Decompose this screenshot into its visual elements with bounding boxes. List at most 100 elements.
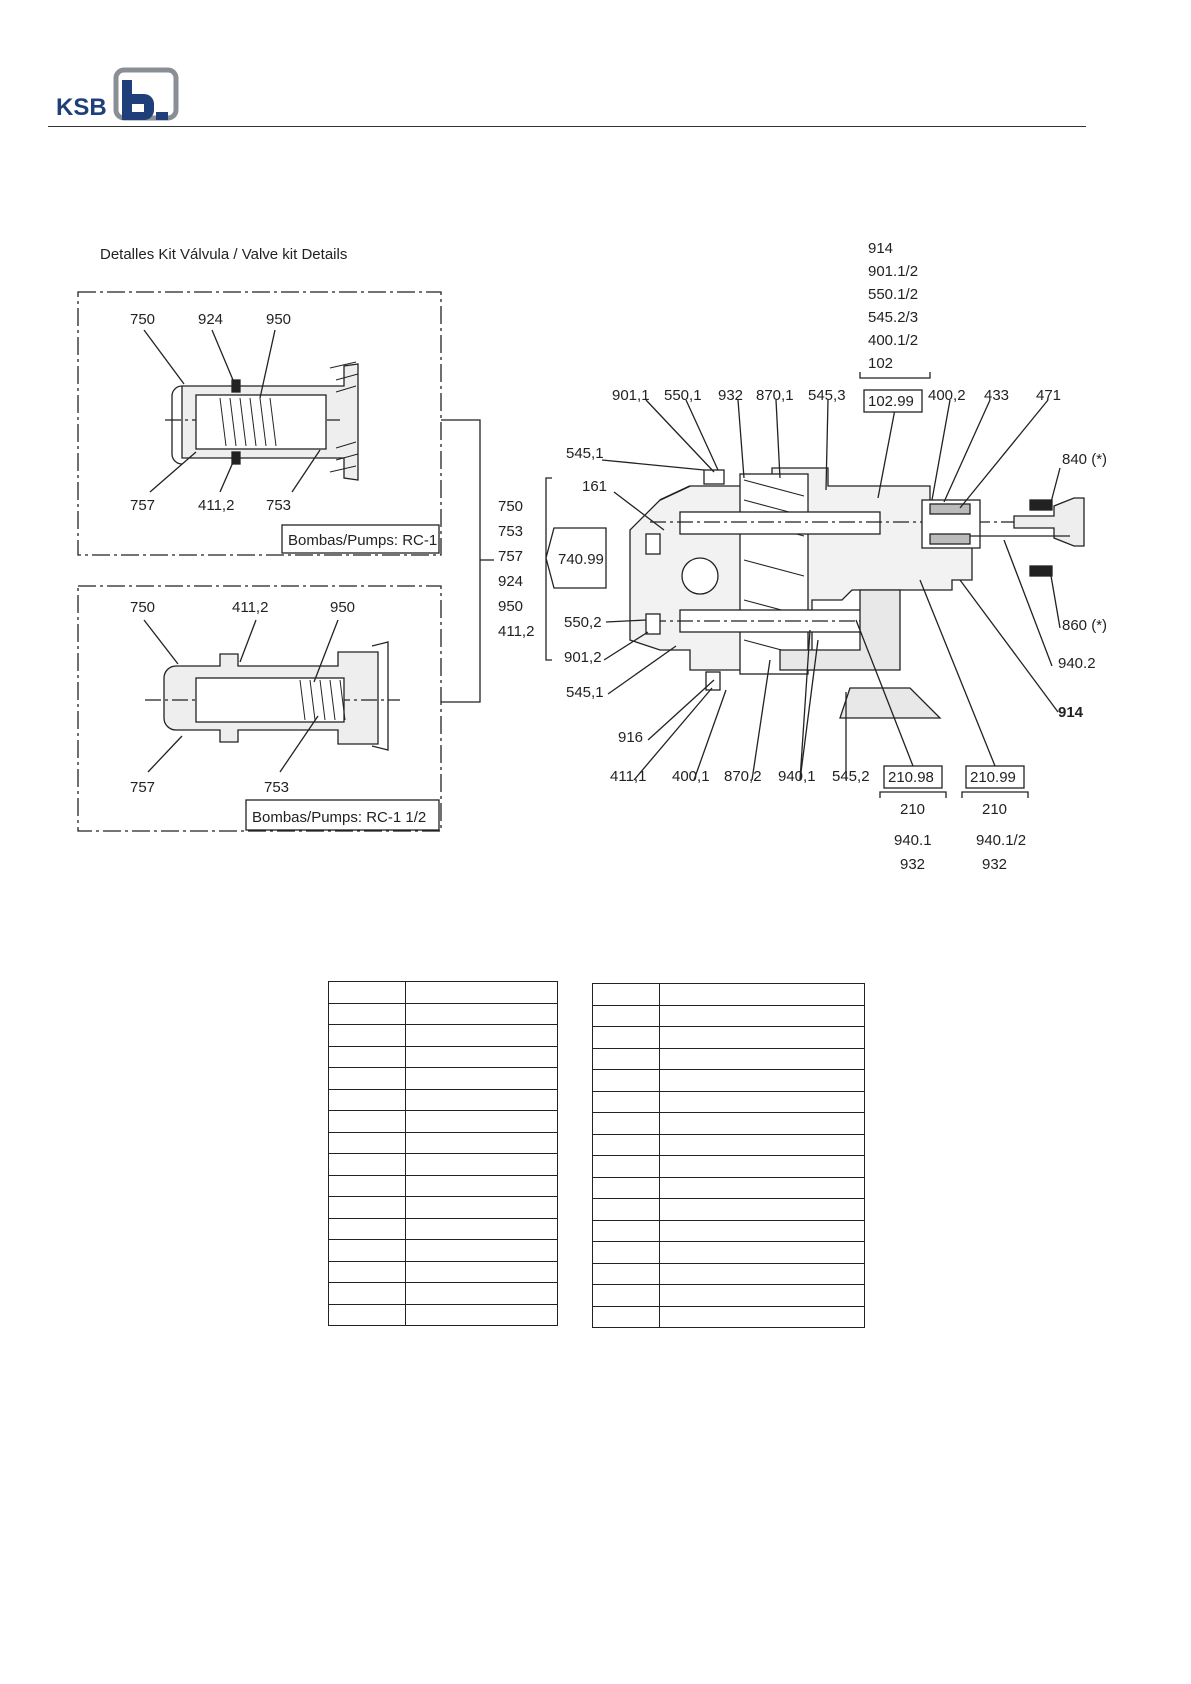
callout: 550,1	[664, 387, 702, 404]
table-row	[592, 1026, 866, 1049]
table-cell	[404, 1174, 559, 1197]
kit-item: 102	[868, 355, 893, 372]
valve-kit-title: Detalles Kit Válvula / Valve kit Details	[100, 246, 347, 263]
kit-item: 950	[498, 598, 523, 615]
table-row	[328, 1024, 559, 1047]
callout: 950	[266, 311, 291, 328]
table-row	[592, 1262, 866, 1285]
kit-item: 914	[868, 240, 893, 257]
table-cell	[328, 1002, 406, 1025]
kit-code: 210.98	[888, 769, 934, 786]
table-cell	[592, 1155, 660, 1178]
table-row	[592, 1155, 866, 1178]
table-row	[328, 1282, 559, 1305]
table-cell	[658, 1176, 866, 1199]
kit-item: 901.1/2	[868, 263, 918, 280]
logo-text: KSB	[56, 94, 107, 121]
callout: 860 (*)	[1062, 617, 1107, 634]
callout: 545,1	[566, 684, 604, 701]
kit-item: 940.1/2	[976, 832, 1026, 849]
table-cell	[404, 1239, 559, 1262]
callout: 545,3	[808, 387, 846, 404]
table-row	[592, 1219, 866, 1242]
callout: 433	[984, 387, 1009, 404]
callout: 411,2	[232, 599, 268, 616]
table-cell	[658, 1155, 866, 1178]
table-row	[328, 1174, 559, 1197]
callout: 932	[718, 387, 743, 404]
callout: 940,1	[778, 768, 816, 785]
table-cell	[404, 1110, 559, 1133]
table-cell	[592, 1026, 660, 1049]
table-cell	[658, 983, 866, 1006]
table-cell	[658, 1047, 866, 1070]
callout: 753	[266, 497, 291, 514]
table-cell	[328, 1067, 406, 1090]
callout: 757	[130, 497, 155, 514]
table-row	[592, 1047, 866, 1070]
table-cell	[592, 1112, 660, 1135]
table-row	[328, 1045, 559, 1068]
table-cell	[658, 1305, 866, 1328]
table-cell	[592, 1069, 660, 1092]
callout: 753	[264, 779, 289, 796]
kit-item: 924	[498, 573, 523, 590]
table-cell	[658, 1284, 866, 1307]
kit-item: 940.1	[894, 832, 932, 849]
table-cell	[658, 1090, 866, 1113]
callout: 750	[130, 599, 155, 616]
valve-top-caption: Bombas/Pumps: RC-1	[288, 532, 437, 549]
table-cell	[404, 1002, 559, 1025]
table-row	[592, 1069, 866, 1092]
table-cell	[404, 981, 559, 1004]
callout: 750	[130, 311, 155, 328]
table-cell	[328, 1260, 406, 1283]
table-row	[592, 1198, 866, 1221]
kit-code: 740.99	[558, 551, 604, 568]
callout: 411,1	[610, 768, 646, 785]
kit-item: 753	[498, 523, 523, 540]
pump-exploded-drawing: Detalles Kit Válvula / Valve kit Details…	[77, 240, 1107, 873]
table-cell	[658, 1198, 866, 1221]
table-cell	[404, 1067, 559, 1090]
table-cell	[658, 1004, 866, 1027]
table-row	[328, 1196, 559, 1219]
callout: 545,2	[832, 768, 870, 785]
table-row	[328, 1088, 559, 1111]
table-row	[328, 1131, 559, 1154]
table-row	[328, 1239, 559, 1262]
table-row	[328, 1002, 559, 1025]
kit-item: 932	[900, 856, 925, 873]
table-row	[328, 1110, 559, 1133]
table-row	[592, 1133, 866, 1156]
callout: 901,2	[564, 649, 602, 666]
table-cell	[404, 1045, 559, 1068]
table-row	[328, 1217, 559, 1240]
table-cell	[404, 1131, 559, 1154]
table-cell	[328, 1174, 406, 1197]
table-row	[328, 1153, 559, 1176]
table-cell	[404, 1196, 559, 1219]
table-cell	[658, 1112, 866, 1135]
callout: 411,2	[198, 497, 234, 514]
table-cell	[404, 1303, 559, 1326]
kit-item: 411,2	[498, 623, 534, 640]
table-row	[592, 1284, 866, 1307]
logo-mark-icon	[113, 67, 179, 121]
kit-code: 102.99	[868, 393, 914, 410]
callout: 924	[198, 311, 223, 328]
kit-item: 932	[982, 856, 1007, 873]
table-cell	[328, 1045, 406, 1068]
kit-item: 545.2/3	[868, 309, 918, 326]
table-cell	[328, 981, 406, 1004]
valve-top-frame	[77, 291, 442, 556]
ksb-logo: KSB	[56, 66, 186, 124]
table-cell	[658, 1069, 866, 1092]
callout: 870,2	[724, 768, 762, 785]
callout: 940.2	[1058, 655, 1096, 672]
table-cell	[592, 1004, 660, 1027]
table-row	[328, 1303, 559, 1326]
valve-bottom-frame	[77, 585, 442, 832]
kit-item: 400.1/2	[868, 332, 918, 349]
table-cell	[328, 1303, 406, 1326]
